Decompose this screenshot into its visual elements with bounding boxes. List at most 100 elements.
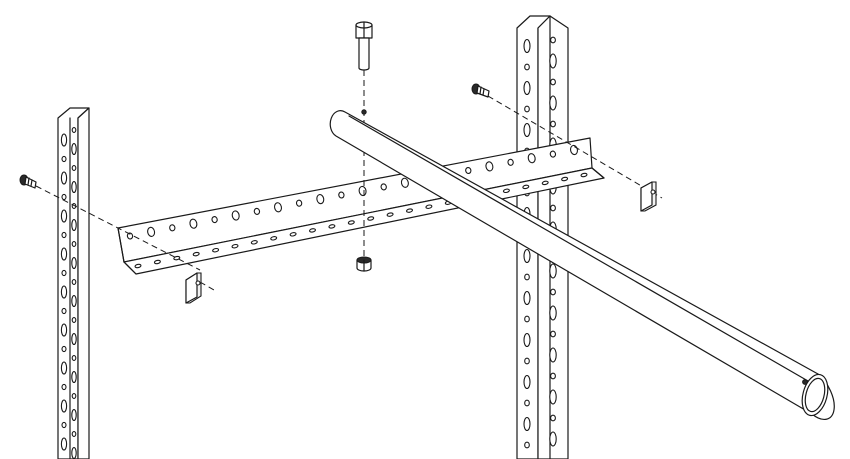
upright-hole-icon (71, 180, 77, 194)
beam-hole-icon (507, 158, 514, 166)
upright-hole-icon (523, 122, 531, 138)
beam-hole-icon (380, 183, 387, 191)
upright-hole-icon (550, 414, 556, 422)
upright-hole-icon (524, 63, 530, 71)
upright-hole-icon (71, 355, 77, 361)
upright-hole-icon (549, 263, 557, 279)
upright-hole-icon (549, 389, 557, 405)
hanging-rail (329, 109, 835, 420)
beam-hole-icon (253, 207, 261, 215)
upright-hole-icon (60, 247, 68, 261)
upright-hole-icon (61, 307, 67, 315)
upright-hole-icon (60, 285, 68, 299)
beam-hole-icon (347, 220, 355, 225)
side-bolt-right (471, 83, 490, 98)
beam-hole-icon (153, 259, 161, 265)
beam-hole-icon (308, 228, 317, 233)
upright-hole-icon (71, 218, 77, 232)
upright-hole-icon (524, 105, 530, 113)
rail-top-hole-icon (361, 109, 367, 115)
upright-hole-icon (549, 431, 557, 447)
clip-nut-right (640, 181, 657, 212)
beam-hole-icon (338, 191, 345, 199)
upright-hole-icon (71, 294, 77, 308)
upright-hole-icon (523, 248, 531, 264)
upright-hole-icon (71, 317, 77, 323)
upright-hole-icon (60, 209, 68, 223)
beam-hole-icon (295, 199, 303, 207)
beam-hole-icon (192, 251, 200, 257)
beam-hole-icon (316, 193, 325, 205)
upright-hole-icon (60, 171, 68, 185)
vertical-bolt (355, 21, 373, 71)
upright-hole-icon (60, 361, 68, 375)
upright-hole-icon (549, 95, 557, 111)
upright-hole-icon (60, 437, 68, 451)
beam-hole-icon (561, 176, 569, 182)
upright-hole-icon (524, 273, 530, 281)
upright-hole-icon (523, 80, 531, 96)
vertical-nut (356, 256, 372, 272)
beam-hole-icon (485, 161, 494, 172)
upright-hole-icon (71, 241, 77, 247)
beam-hole-icon (465, 166, 472, 175)
beam-hole-icon (400, 177, 409, 188)
upright-hole-icon (550, 78, 556, 86)
beam-hole-icon (189, 218, 198, 229)
beam-hole-icon (134, 263, 142, 269)
upright-hole-icon (524, 357, 530, 365)
upright-hole-icon (71, 393, 77, 399)
upright-hole-icon (71, 279, 77, 285)
upright-hole-icon (524, 315, 530, 323)
beam-hole-icon (169, 224, 176, 232)
upright-hole-icon (71, 408, 77, 422)
clip-nut-left (185, 272, 202, 304)
upright-hole-icon (523, 374, 531, 390)
beam-hole-icon (289, 232, 297, 237)
upright-left (57, 107, 90, 459)
upright-hole-icon (60, 323, 68, 337)
upright-hole-icon (71, 165, 77, 171)
upright-hole-icon (550, 36, 556, 44)
upright-hole-icon (523, 332, 531, 348)
upright-hole-icon (549, 347, 557, 363)
rail-end-hole-icon (802, 379, 808, 385)
upright-hole-icon (71, 142, 77, 156)
upright-hole-icon (523, 416, 531, 432)
upright-hole-icon (71, 370, 77, 384)
beam-hole-icon (173, 255, 181, 261)
upright-hole-icon (550, 372, 556, 380)
upright-hole-icon (550, 288, 556, 296)
beam-hole-icon (270, 236, 278, 241)
side-bolt-left (19, 174, 37, 189)
beam-hole-icon (527, 153, 536, 164)
upright-hole-icon (71, 127, 77, 133)
upright-hole-icon (61, 193, 67, 201)
beam-hole-icon (147, 226, 156, 238)
upright-hole-icon (61, 383, 67, 391)
beam-hole-icon (367, 216, 375, 221)
beam-hole-icon (231, 210, 240, 221)
beam-hole-icon (386, 212, 394, 217)
upright-hole-icon (524, 399, 530, 407)
beam-hole-icon (211, 216, 218, 224)
beam-hole-icon (212, 247, 220, 253)
upright-hole-icon (550, 120, 556, 128)
upright-hole-icon (61, 231, 67, 239)
upright-hole-icon (71, 446, 77, 459)
upright-hole-icon (60, 133, 68, 147)
upright-hole-icon (549, 305, 557, 321)
beam-hole-icon (522, 184, 530, 190)
upright-hole-icon (523, 290, 531, 306)
beam-hole-icon (405, 208, 414, 213)
upright-hole-icon (61, 345, 67, 353)
upright-hole-icon (550, 330, 556, 338)
upright-hole-icon (549, 53, 557, 69)
upright-hole-icon (60, 399, 68, 413)
upright-hole-icon (61, 421, 67, 429)
upright-hole-icon (523, 38, 531, 54)
upright-hole-icon (61, 269, 67, 277)
beam-hole-icon (502, 188, 510, 194)
alignment-lines (35, 70, 663, 291)
